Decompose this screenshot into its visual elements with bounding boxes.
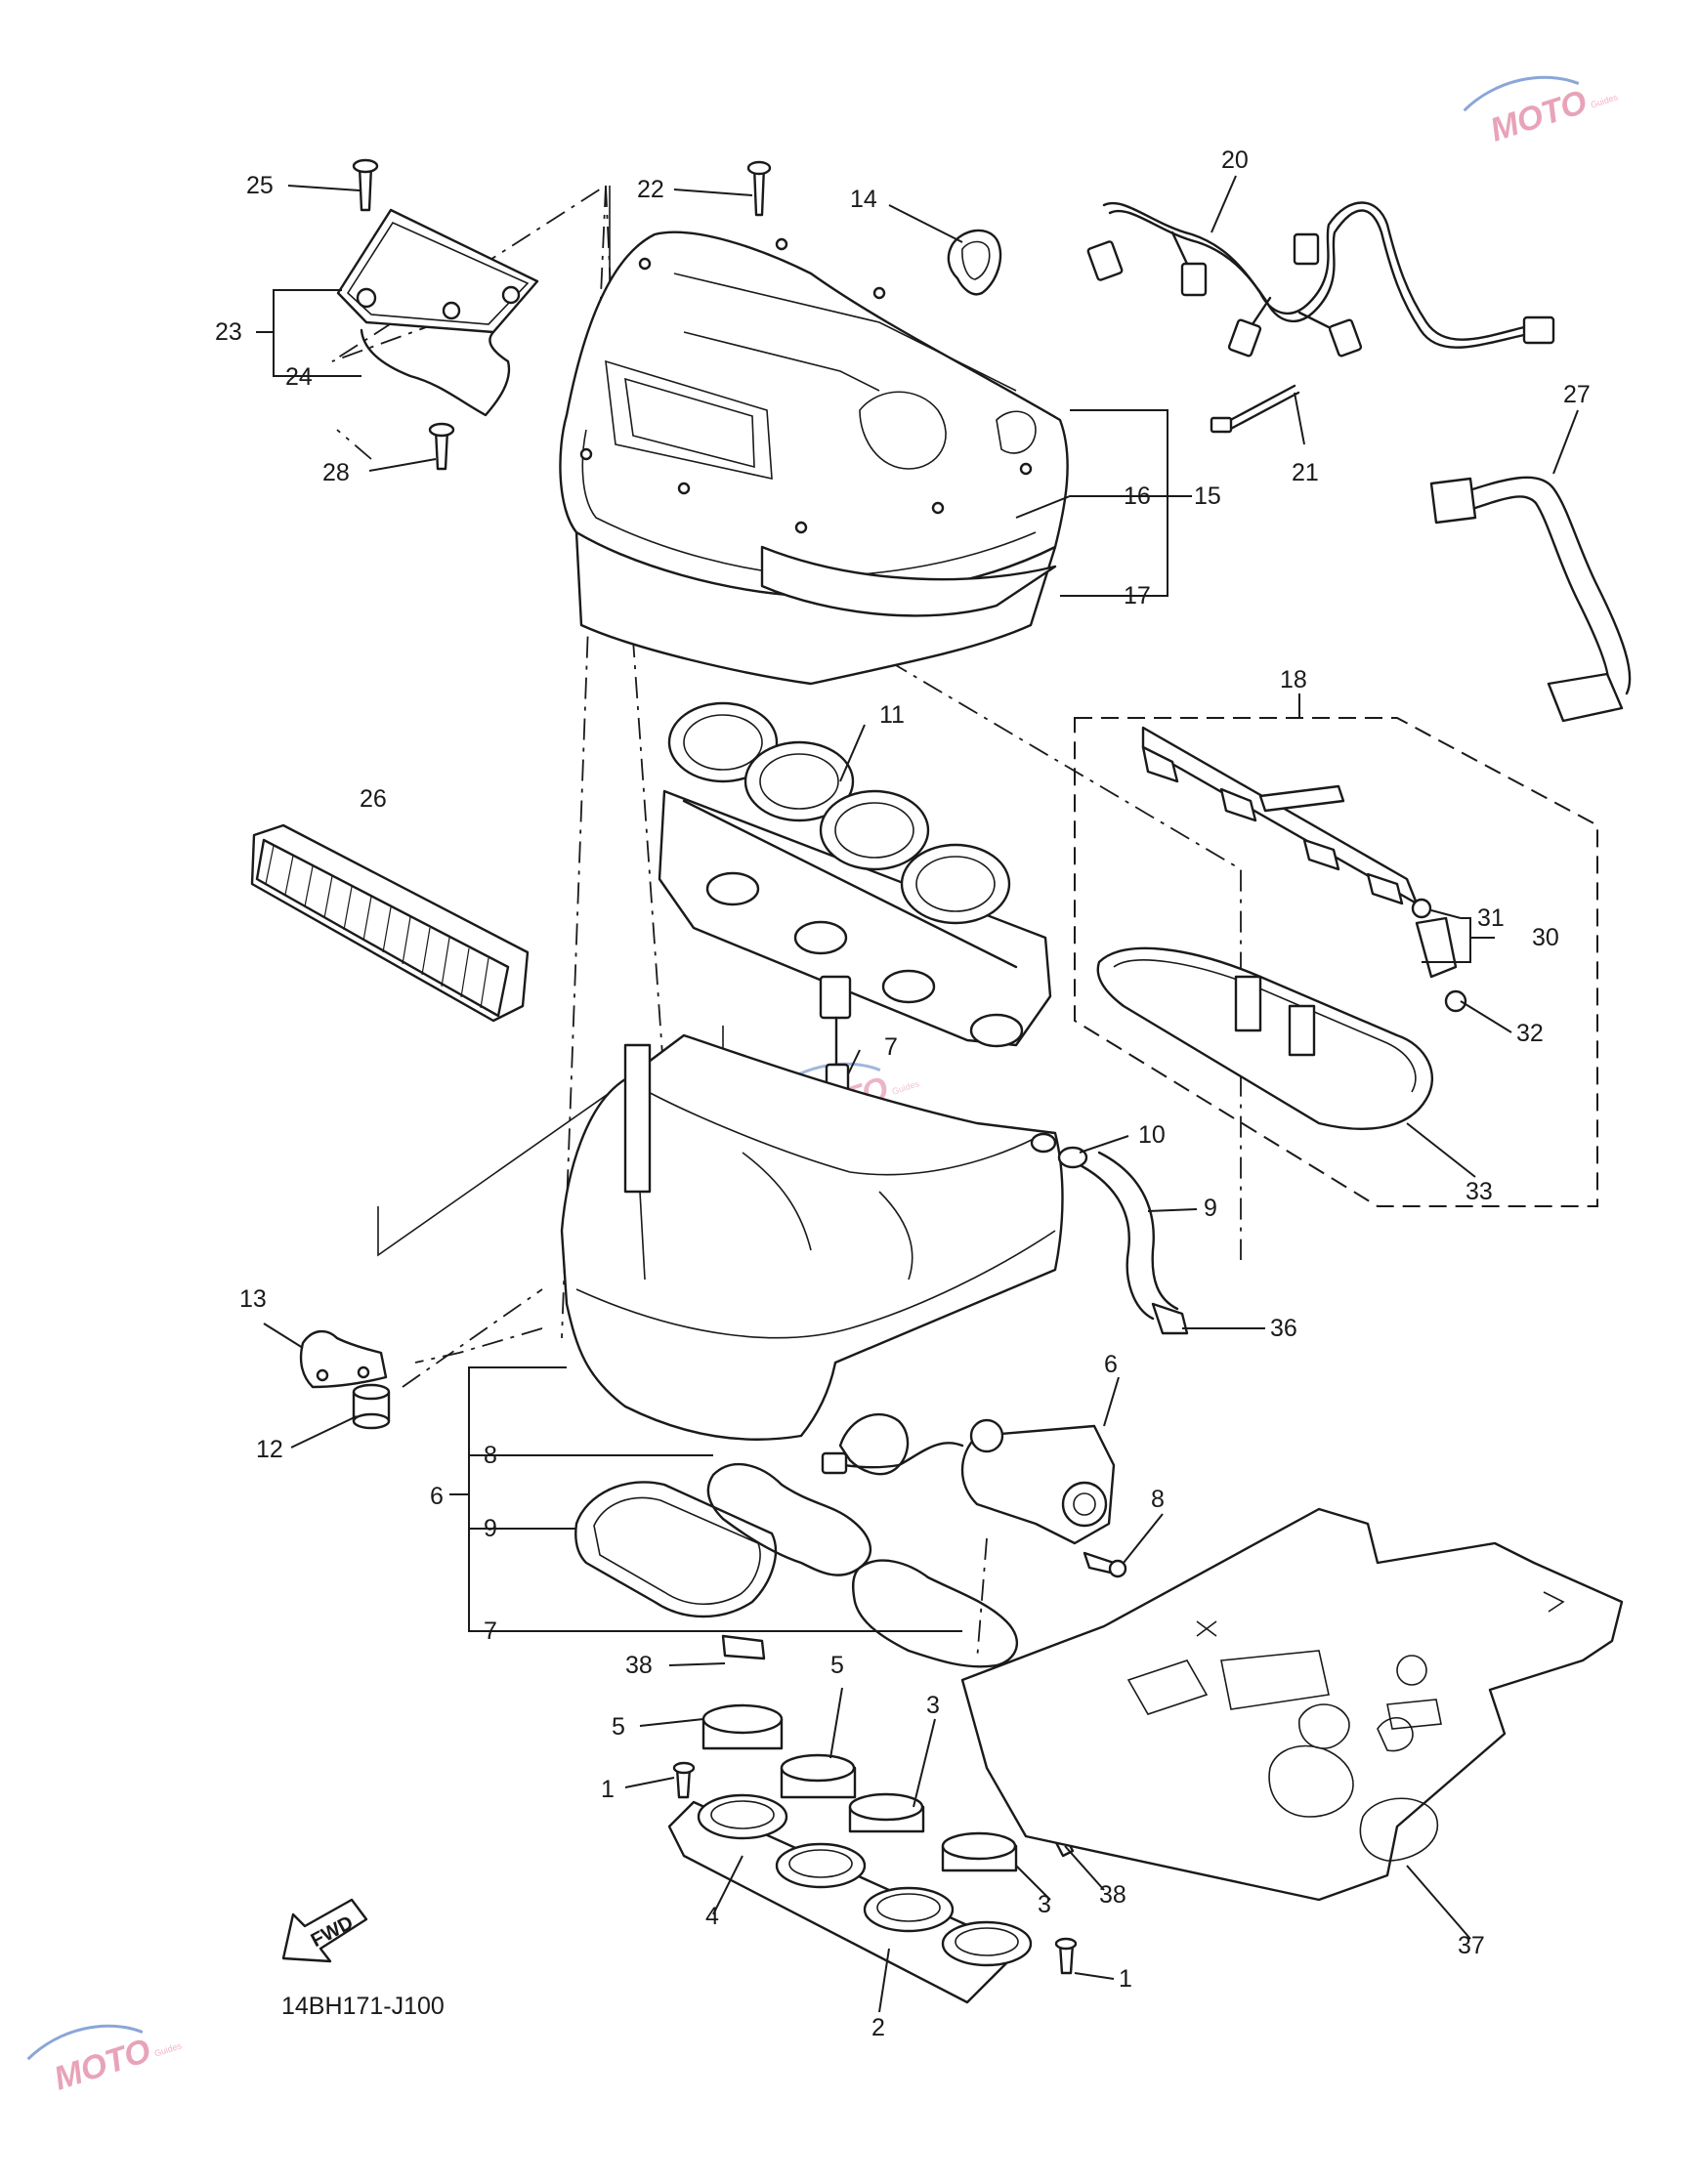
part-bracket xyxy=(299,1329,391,1430)
callout-37: 37 xyxy=(1458,1932,1485,1959)
callout-22: 18 xyxy=(1280,666,1307,693)
callout-16: 12 xyxy=(256,1436,283,1463)
part-fuel-hose xyxy=(1429,476,1632,723)
callout-35: 28 xyxy=(322,459,350,486)
forward-arrow-icon: FWD xyxy=(281,1898,368,1963)
callout-23: 30 xyxy=(1532,924,1559,951)
watermark-text: MOTO xyxy=(1486,83,1592,148)
callout-19: 16 xyxy=(1124,483,1151,510)
callout-30: 23 xyxy=(215,318,242,346)
callout-26: 33 xyxy=(1465,1178,1493,1205)
callout-28: 21 xyxy=(1292,459,1319,486)
callout-1-right: 1 xyxy=(1119,1965,1132,1993)
callout-6: 6 xyxy=(430,1483,444,1510)
callout-36: 36 xyxy=(1270,1315,1297,1342)
callout-21: 14 xyxy=(850,186,877,213)
callout-2: 2 xyxy=(871,2014,885,2041)
part-throttle-body xyxy=(658,701,1052,1048)
callout-9: 9 xyxy=(484,1515,497,1542)
callout-8: 8 xyxy=(484,1442,497,1469)
callout-4: 4 xyxy=(705,1903,719,1930)
callout-10: 6 xyxy=(1104,1351,1118,1378)
watermark-subtext: Guides xyxy=(1590,92,1620,109)
part-fuel-rail xyxy=(1096,726,1467,1130)
part-breather-hose xyxy=(1030,1132,1189,1335)
watermark-text: MOTO xyxy=(50,2032,155,2097)
part-22-assembly-box xyxy=(1074,717,1598,1207)
callout-38-right: 38 xyxy=(1099,1881,1126,1909)
part-air-filter xyxy=(250,823,530,1023)
callout-29: 22 xyxy=(637,176,664,203)
watermark-bottom-left: MOTO Guides xyxy=(26,2024,184,2098)
callout-34: 27 xyxy=(1563,381,1591,408)
callout-18: 15 xyxy=(1194,483,1221,510)
part-cover-plate xyxy=(336,158,539,471)
part-upper-airbox xyxy=(559,160,1069,686)
callout-15: 11 xyxy=(879,701,905,729)
watermark-subtext: Guides xyxy=(153,2040,184,2058)
callout-27: 20 xyxy=(1221,147,1249,174)
callout-7: 7 xyxy=(484,1617,497,1645)
diagram-code: 14BH171-J100 xyxy=(281,1993,445,2020)
part-heat-insulator xyxy=(960,1507,1624,1902)
callout-17: 13 xyxy=(239,1285,267,1313)
part-grommet xyxy=(947,229,1002,296)
callout-3-right: 3 xyxy=(1038,1891,1051,1918)
callout-24: 31 xyxy=(1477,904,1505,932)
callout-38-top: 38 xyxy=(625,1652,653,1679)
callout-11: 7 xyxy=(884,1033,898,1061)
part-gaskets xyxy=(574,1462,1018,1668)
callout-25: 32 xyxy=(1516,1020,1544,1047)
watermark-top-right: MOTO Guides xyxy=(1463,75,1620,149)
callout-33: 26 xyxy=(360,785,387,813)
callout-5-right: 5 xyxy=(830,1652,844,1679)
callout-5-left: 5 xyxy=(612,1713,625,1741)
part-wire-harness xyxy=(1086,201,1555,434)
part-valve xyxy=(821,1418,1127,1578)
callout-14: 10 xyxy=(1138,1121,1166,1149)
callout-32: 25 xyxy=(246,172,274,199)
watermark-subtext: Guides xyxy=(891,1078,921,1096)
callout-12: 8 xyxy=(1151,1486,1165,1513)
part-lower-airbox xyxy=(560,1033,1064,1476)
callout-3-top: 3 xyxy=(926,1692,940,1719)
part-sensor xyxy=(819,975,852,1094)
leader-lines xyxy=(256,175,1579,2013)
callout-31: 24 xyxy=(285,363,313,391)
callout-1-left: 1 xyxy=(601,1776,615,1803)
callout-labels: 25 22 14 20 23 24 27 21 28 16 15 17 18 1… xyxy=(215,147,1591,2041)
callout-20: 17 xyxy=(1124,582,1151,609)
callout-13: 9 xyxy=(1204,1195,1217,1222)
